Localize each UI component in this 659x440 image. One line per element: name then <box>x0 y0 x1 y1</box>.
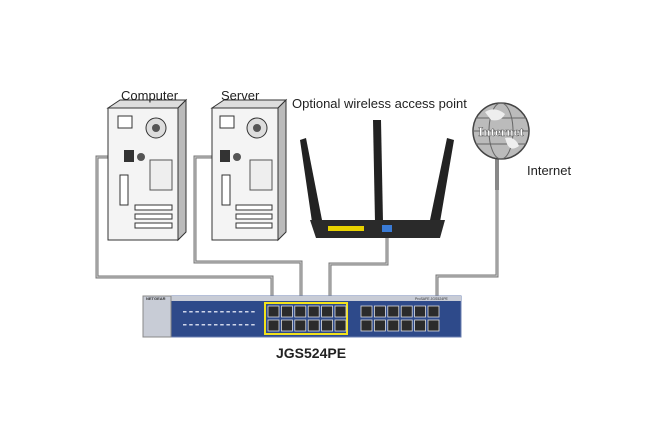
port-led <box>207 311 212 313</box>
server-label: Server <box>221 88 260 103</box>
ethernet-port <box>373 305 386 318</box>
ethernet-port <box>360 305 373 318</box>
ethernet-port <box>294 319 307 332</box>
port-led <box>214 311 218 313</box>
port-led <box>232 324 237 326</box>
ethernet-port <box>427 319 440 332</box>
port-led <box>183 311 187 313</box>
port-led <box>214 324 218 326</box>
access-point-cable <box>328 232 389 302</box>
ethernet-port <box>280 319 293 332</box>
svg-text:Internet: Internet <box>478 124 524 139</box>
port-led <box>195 311 199 313</box>
port-led <box>245 311 249 313</box>
port-led <box>226 311 230 313</box>
computer-label: Computer <box>121 88 179 103</box>
port-led <box>201 324 206 326</box>
port-led <box>238 311 243 313</box>
access-point-label: Optional wireless access point <box>292 96 467 111</box>
ethernet-port <box>307 319 320 332</box>
ethernet-port <box>400 305 413 318</box>
ethernet-port <box>414 319 427 332</box>
ethernet-port <box>387 319 400 332</box>
ethernet-port <box>360 319 373 332</box>
ethernet-port <box>294 305 307 318</box>
ethernet-port <box>280 305 293 318</box>
port-led <box>195 324 199 326</box>
ethernet-port <box>427 305 440 318</box>
internet-cable <box>435 172 499 302</box>
switch-model-label: JGS524PE <box>276 345 347 361</box>
svg-text:ProSAFE JGS524PE: ProSAFE JGS524PE <box>415 297 449 301</box>
port-led <box>207 324 212 326</box>
ethernet-port <box>334 319 347 332</box>
port-led <box>189 324 193 326</box>
computer-icon <box>106 98 188 242</box>
ethernet-port <box>267 305 280 318</box>
port-led <box>220 311 224 313</box>
ethernet-port <box>414 305 427 318</box>
internet-label: Internet <box>527 163 572 178</box>
port-led <box>201 311 206 313</box>
port-led <box>245 324 249 326</box>
svg-text:NETGEAR: NETGEAR <box>146 296 166 301</box>
ethernet-port <box>387 305 400 318</box>
ethernet-port <box>321 319 334 332</box>
port-led <box>220 324 224 326</box>
port-led <box>238 324 243 326</box>
ethernet-port <box>307 305 320 318</box>
ethernet-port <box>334 305 347 318</box>
ethernet-port <box>321 305 334 318</box>
ethernet-port <box>373 319 386 332</box>
switch-icon: NETGEAR ProSAFE JGS524PE <box>142 295 462 338</box>
internet-globe-icon: Internet <box>472 102 530 190</box>
port-led <box>189 311 193 313</box>
server-icon <box>210 98 288 242</box>
port-led <box>251 324 255 326</box>
ethernet-port <box>400 319 413 332</box>
port-led <box>251 311 255 313</box>
port-led <box>232 311 237 313</box>
port-led <box>183 324 187 326</box>
wireless-access-point-icon <box>300 120 454 238</box>
port-led <box>226 324 230 326</box>
ethernet-port <box>267 319 280 332</box>
